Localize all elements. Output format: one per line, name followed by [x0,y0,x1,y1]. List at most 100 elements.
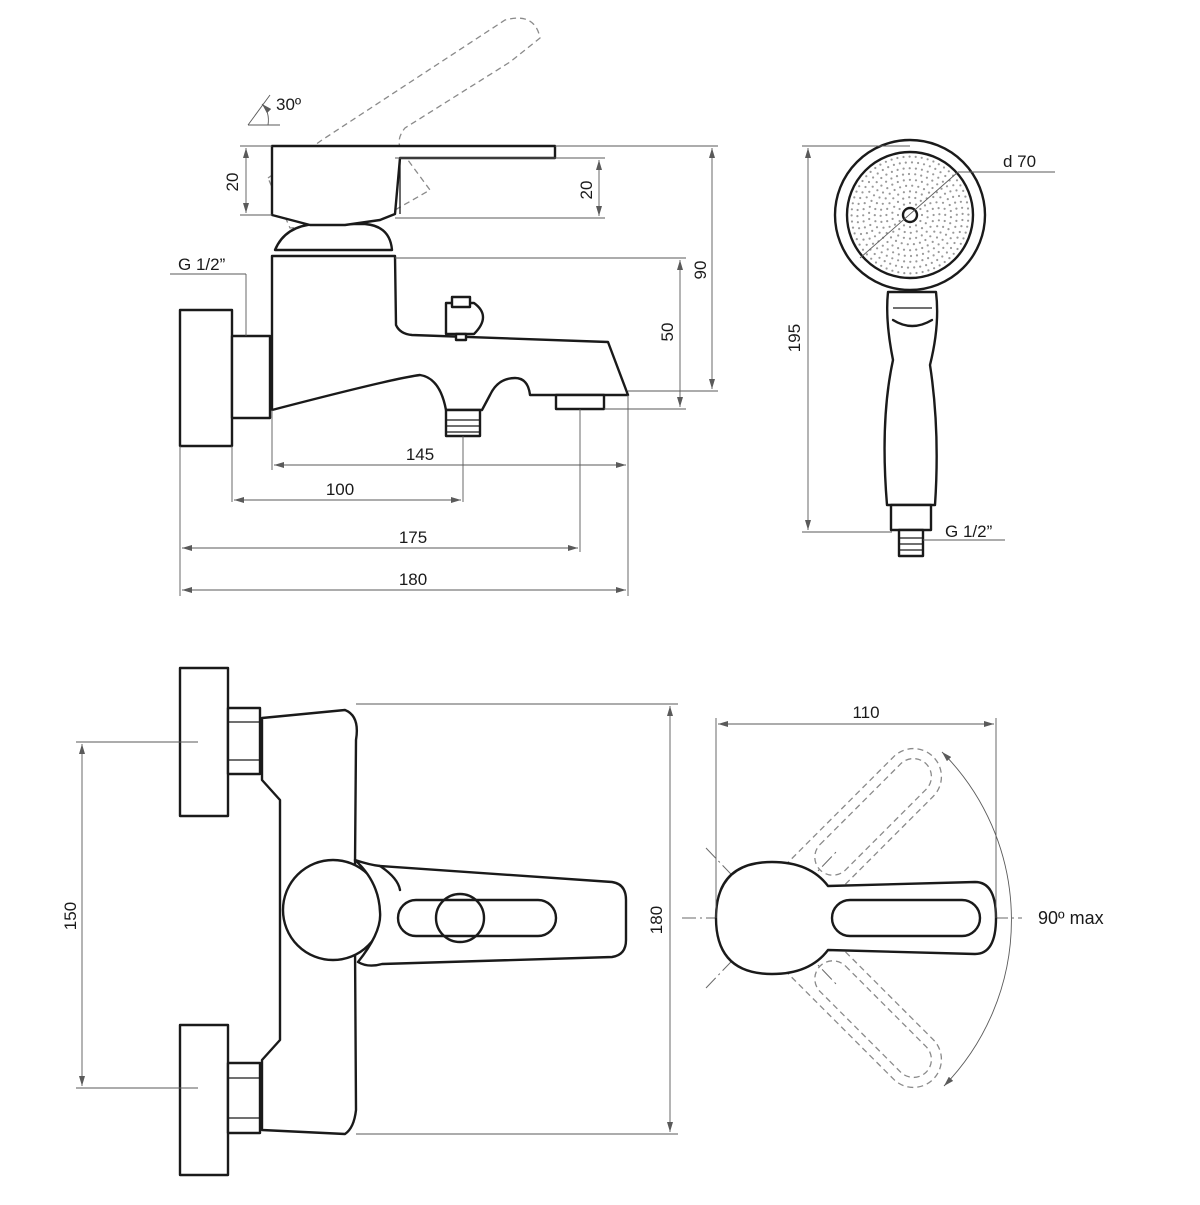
spray-nozzle [939,231,942,234]
connection-nut [230,334,272,420]
spray-nozzle [966,225,969,228]
spray-nozzle [867,180,871,184]
spray-nozzle [902,167,905,170]
dim-lever-height-right: 20 [395,157,605,219]
lever-handle [270,144,557,227]
dim-175-label: 175 [399,528,427,547]
diverter-knob [444,301,485,336]
spray-nozzle [921,270,924,274]
spray-nozzle [874,220,877,223]
spray-nozzle [878,231,881,234]
lever-angle-label: 30º [276,95,301,114]
spray-nozzle [869,223,872,227]
spray-nozzle [944,213,947,216]
spray-nozzle [876,247,879,250]
dim-height-overall: 90 [555,145,718,392]
dim-inlet-spacing: 150 [61,741,198,1089]
dim-145: 145 [274,445,626,468]
spray-nozzle [871,242,875,245]
spray-nozzle [914,196,917,200]
shower-head-outer [833,138,987,292]
spray-nozzle [881,191,885,194]
spray-nozzle [927,269,930,272]
spray-nozzle [870,257,873,260]
spray-nozzle [953,241,956,245]
lever-detail-slot [830,898,982,938]
spray-nozzle [870,199,873,202]
spray-nozzle [927,250,930,253]
spray-nozzle [955,207,958,210]
diverter-cap [450,295,472,309]
spray-nozzle [931,179,934,182]
spray-nozzle [897,234,900,237]
spray-nozzle [893,205,896,208]
spray-nozzle [954,201,957,204]
dim-handle-length: 110 [715,703,997,918]
dim-100-label: 100 [326,480,354,499]
spray-nozzle [967,213,970,216]
spray-nozzle [903,272,906,275]
head-diameter-label: d 70 [1003,152,1036,171]
spray-nozzle [886,187,889,190]
spray-nozzle [966,207,970,210]
spray-nozzle [926,216,929,219]
spray-nozzle [859,232,863,236]
spray-nozzle [910,161,914,164]
spray-nozzle [880,251,883,254]
spray-nozzle [875,226,879,229]
lever-height-left-label: 20 [223,173,242,192]
spray-nozzle [891,211,894,214]
height-body-label: 50 [658,323,677,342]
spray-nozzle [903,230,906,234]
spray-nozzle [859,196,862,200]
dim-height-body: 50 [395,257,686,410]
spray-nozzle [902,248,906,251]
shower-handle [883,290,939,507]
spray-nozzle [949,222,952,225]
spray-nozzle [874,207,877,211]
spray-nozzle [935,201,938,204]
spray-nozzle [944,174,947,178]
spray-nozzle [948,203,951,207]
spray-nozzle [856,221,860,224]
spray-nozzle [921,259,924,262]
spray-nozzle [962,237,965,240]
spray-nozzle [947,170,950,173]
spray-nozzle [862,214,865,217]
spray-nozzle [873,214,876,217]
spray-nozzle [902,203,906,206]
spray-nozzle [893,188,896,192]
spray-nozzle [878,256,881,259]
spray-nozzle [875,202,879,205]
spray-nozzle [857,202,860,205]
spray-nozzle [886,248,889,251]
spray-nozzle [937,250,940,254]
spray-nozzle [945,251,949,254]
spray-nozzle [952,184,955,187]
spray-nozzle [874,261,878,264]
spray-nozzle [967,219,970,222]
spray-nozzle [927,191,931,194]
spray-nozzle [909,249,912,252]
spray-nozzle [851,226,855,229]
spray-nozzle [898,162,901,165]
spray-nozzle [921,252,925,255]
spray-nozzle [959,184,962,187]
spray-nozzle [917,161,920,165]
spray-nozzle [926,170,929,173]
spray-nozzle [885,254,888,257]
spray-nozzle [873,235,877,238]
spray-nozzle [908,190,912,193]
spray-nozzle [942,166,946,169]
wall-flange-lower [178,1023,230,1177]
spray-nozzle [886,240,889,244]
spray-nozzle [914,155,917,158]
spray-nozzle [915,248,918,251]
mixer-body [270,254,630,412]
spray-nozzle [949,216,953,219]
spray-nozzle [932,195,935,199]
spray-nozzle [961,206,964,209]
spray-nozzle [942,246,945,249]
spray-nozzle [915,236,918,239]
